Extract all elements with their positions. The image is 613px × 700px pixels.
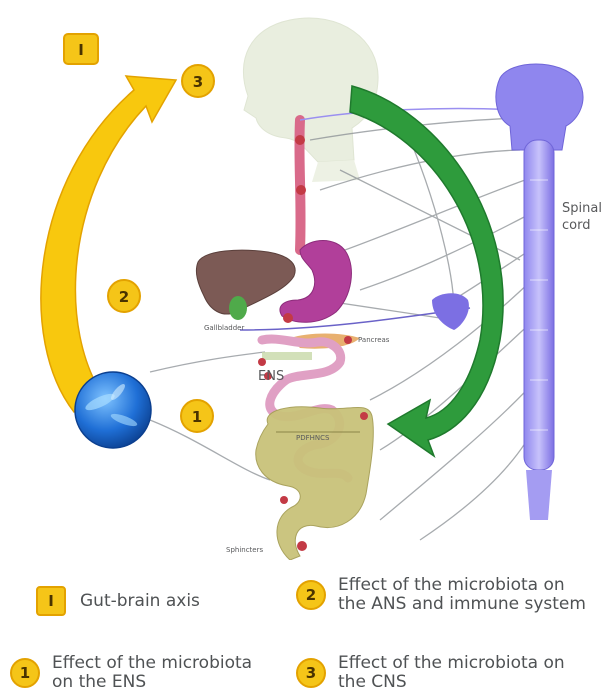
legend-badge-3: 3 [296,658,326,688]
gallbladder-label: Gallbladder [204,324,244,332]
spinal-cord-label-line2: cord [562,218,590,233]
legend: I Gut-brain axis 2 Effect of the microbi… [0,566,613,700]
spinal-cord-label-line1: Spinal [562,201,602,216]
badge-2-diagram: 2 [108,280,140,312]
stomach-ganglion [283,313,293,323]
gut-brain-diagram: Gallbladder Pancreas PDFHNCS Sphincters [0,0,613,560]
legend-text-axis: Gut-brain axis [80,592,200,611]
green-arrow [350,86,503,456]
yellow-arrow [41,76,176,412]
legend-text-2: Effect of the microbiota on the ANS and … [338,576,586,614]
badge-axis-text: I [78,41,84,59]
legend-item-2: 2 Effect of the microbiota on the ANS an… [296,576,586,614]
large-intestine [256,407,374,560]
esophagus-ganglion [295,135,305,145]
legend-item-3: 3 Effect of the microbiota on the CNS [296,654,565,692]
legend-badge-2: 2 [296,580,326,610]
spinal-cord [496,64,583,520]
duodenum-label-bar [262,352,312,360]
legend-text-1: Effect of the microbiota on the ENS [52,654,252,692]
badge-3-text: 3 [193,73,203,91]
legend-badge-1: 1 [10,658,40,688]
ens-detail: PDFHNCS [296,434,330,442]
badge-axis: I [64,34,98,64]
legend-item-1: 1 Effect of the microbiota on the ENS [10,654,252,692]
legend-text-3: Effect of the microbiota on the CNS [338,654,565,692]
stomach [280,241,351,323]
spinal-cord-label: Spinal cord [562,201,606,233]
legend-item-axis: I Gut-brain axis [36,586,200,616]
pancreas-label: Pancreas [358,336,390,344]
badge-3-diagram: 3 [182,65,214,97]
sphincters-label: Sphincters [226,546,263,554]
badge-1-text: 1 [192,408,202,426]
legend-badge-axis: I [36,586,66,616]
gallbladder [229,296,247,320]
microbiota-image [75,372,151,448]
badge-2-text: 2 [119,288,129,306]
esophagus-ganglion [296,185,306,195]
badge-1-diagram: 1 [181,400,213,432]
ens-label: ENS [258,369,284,384]
prevertebral-ganglion [432,293,469,330]
